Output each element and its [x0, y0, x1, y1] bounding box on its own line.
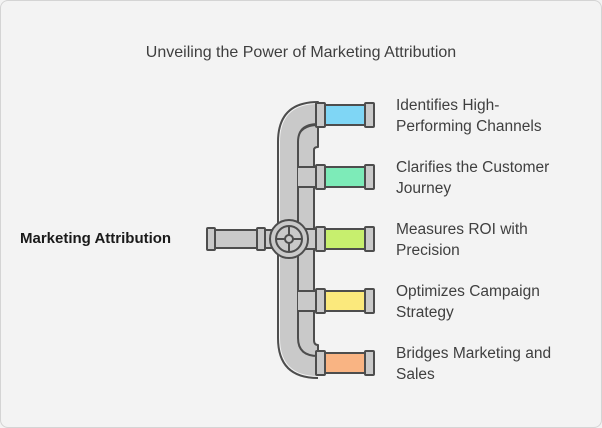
output-label-line2: Journey: [396, 180, 452, 197]
output-pipe: [315, 164, 375, 190]
output-label-line1: Measures ROI with: [396, 221, 528, 238]
output-pipe: [315, 102, 375, 128]
pipe-flange-right: [364, 164, 375, 190]
output-label-line2: Precision: [396, 242, 460, 259]
pipe-flange-right: [364, 226, 375, 252]
pipe-segment-colored: [324, 104, 366, 126]
pipe-flange-right: [364, 350, 375, 376]
output-pipe: [315, 350, 375, 376]
pipe-segment-colored: [324, 166, 366, 188]
output-label: Identifies High- Performing Channels: [396, 95, 596, 137]
output-pipe: [315, 226, 375, 252]
output-pipe: [315, 288, 375, 314]
pipe-segment-colored: [324, 352, 366, 374]
output-label-line1: Identifies High-: [396, 97, 500, 114]
pipe-segment-colored: [324, 290, 366, 312]
pipe-flange-left: [315, 102, 326, 128]
output-pipes: [315, 102, 375, 376]
output-label-line2: Sales: [396, 366, 435, 383]
diagram-title: Unveiling the Power of Marketing Attribu…: [145, 44, 457, 61]
output-label-line1: Clarifies the Customer: [396, 159, 550, 176]
output-label-line2: Performing Channels: [396, 118, 542, 135]
pipe-flange-left: [315, 226, 326, 252]
valve-wheel-icon: [269, 219, 309, 259]
pipe-flange-left: [315, 350, 326, 376]
source-label: Marketing Attribution: [20, 230, 172, 247]
input-pipe: [206, 227, 274, 251]
output-label-line2: Strategy: [396, 304, 454, 321]
pipe-flange-left: [315, 164, 326, 190]
pipe-flange-right: [364, 288, 375, 314]
output-label-line1: Optimizes Campaign: [396, 283, 540, 300]
pipe-manifold-fill: [280, 104, 318, 376]
pipe-flange-left: [315, 288, 326, 314]
pipe-segment-colored: [324, 228, 366, 250]
output-label-line1: Bridges Marketing and: [396, 345, 552, 362]
pipe-flange-right: [364, 102, 375, 128]
